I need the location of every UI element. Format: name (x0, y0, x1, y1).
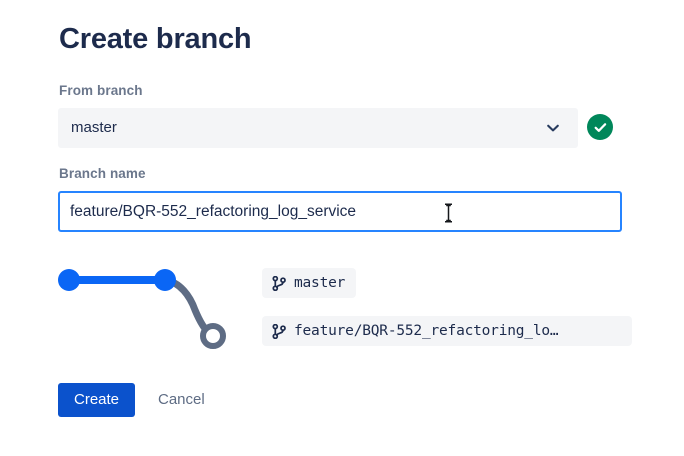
branch-name-label: Branch name (59, 166, 146, 181)
from-branch-value: master (71, 119, 117, 136)
git-branch-icon (271, 275, 286, 291)
create-button[interactable]: Create (58, 383, 136, 417)
branch-chip-master: master (262, 268, 357, 298)
check-circle-icon (587, 114, 613, 140)
new-branch-node (200, 323, 226, 349)
commit-node-2 (154, 269, 176, 291)
branch-chip-label: master (294, 275, 346, 291)
branch-chip-feature: feature/BQR-552_refactoring_lo… (262, 316, 632, 346)
from-branch-select[interactable]: master (58, 108, 578, 148)
git-branch-icon (271, 323, 286, 339)
page-title: Create branch (59, 23, 252, 55)
from-branch-field: master (58, 108, 578, 148)
chevron-down-icon[interactable] (544, 119, 562, 137)
commit-node-1 (58, 269, 80, 291)
from-branch-label: From branch (59, 83, 143, 98)
branch-chip-label: feature/BQR-552_refactoring_lo… (294, 323, 559, 339)
branch-graph (50, 258, 250, 350)
branch-name-input[interactable] (58, 191, 622, 232)
cancel-button[interactable]: Cancel (152, 383, 211, 417)
